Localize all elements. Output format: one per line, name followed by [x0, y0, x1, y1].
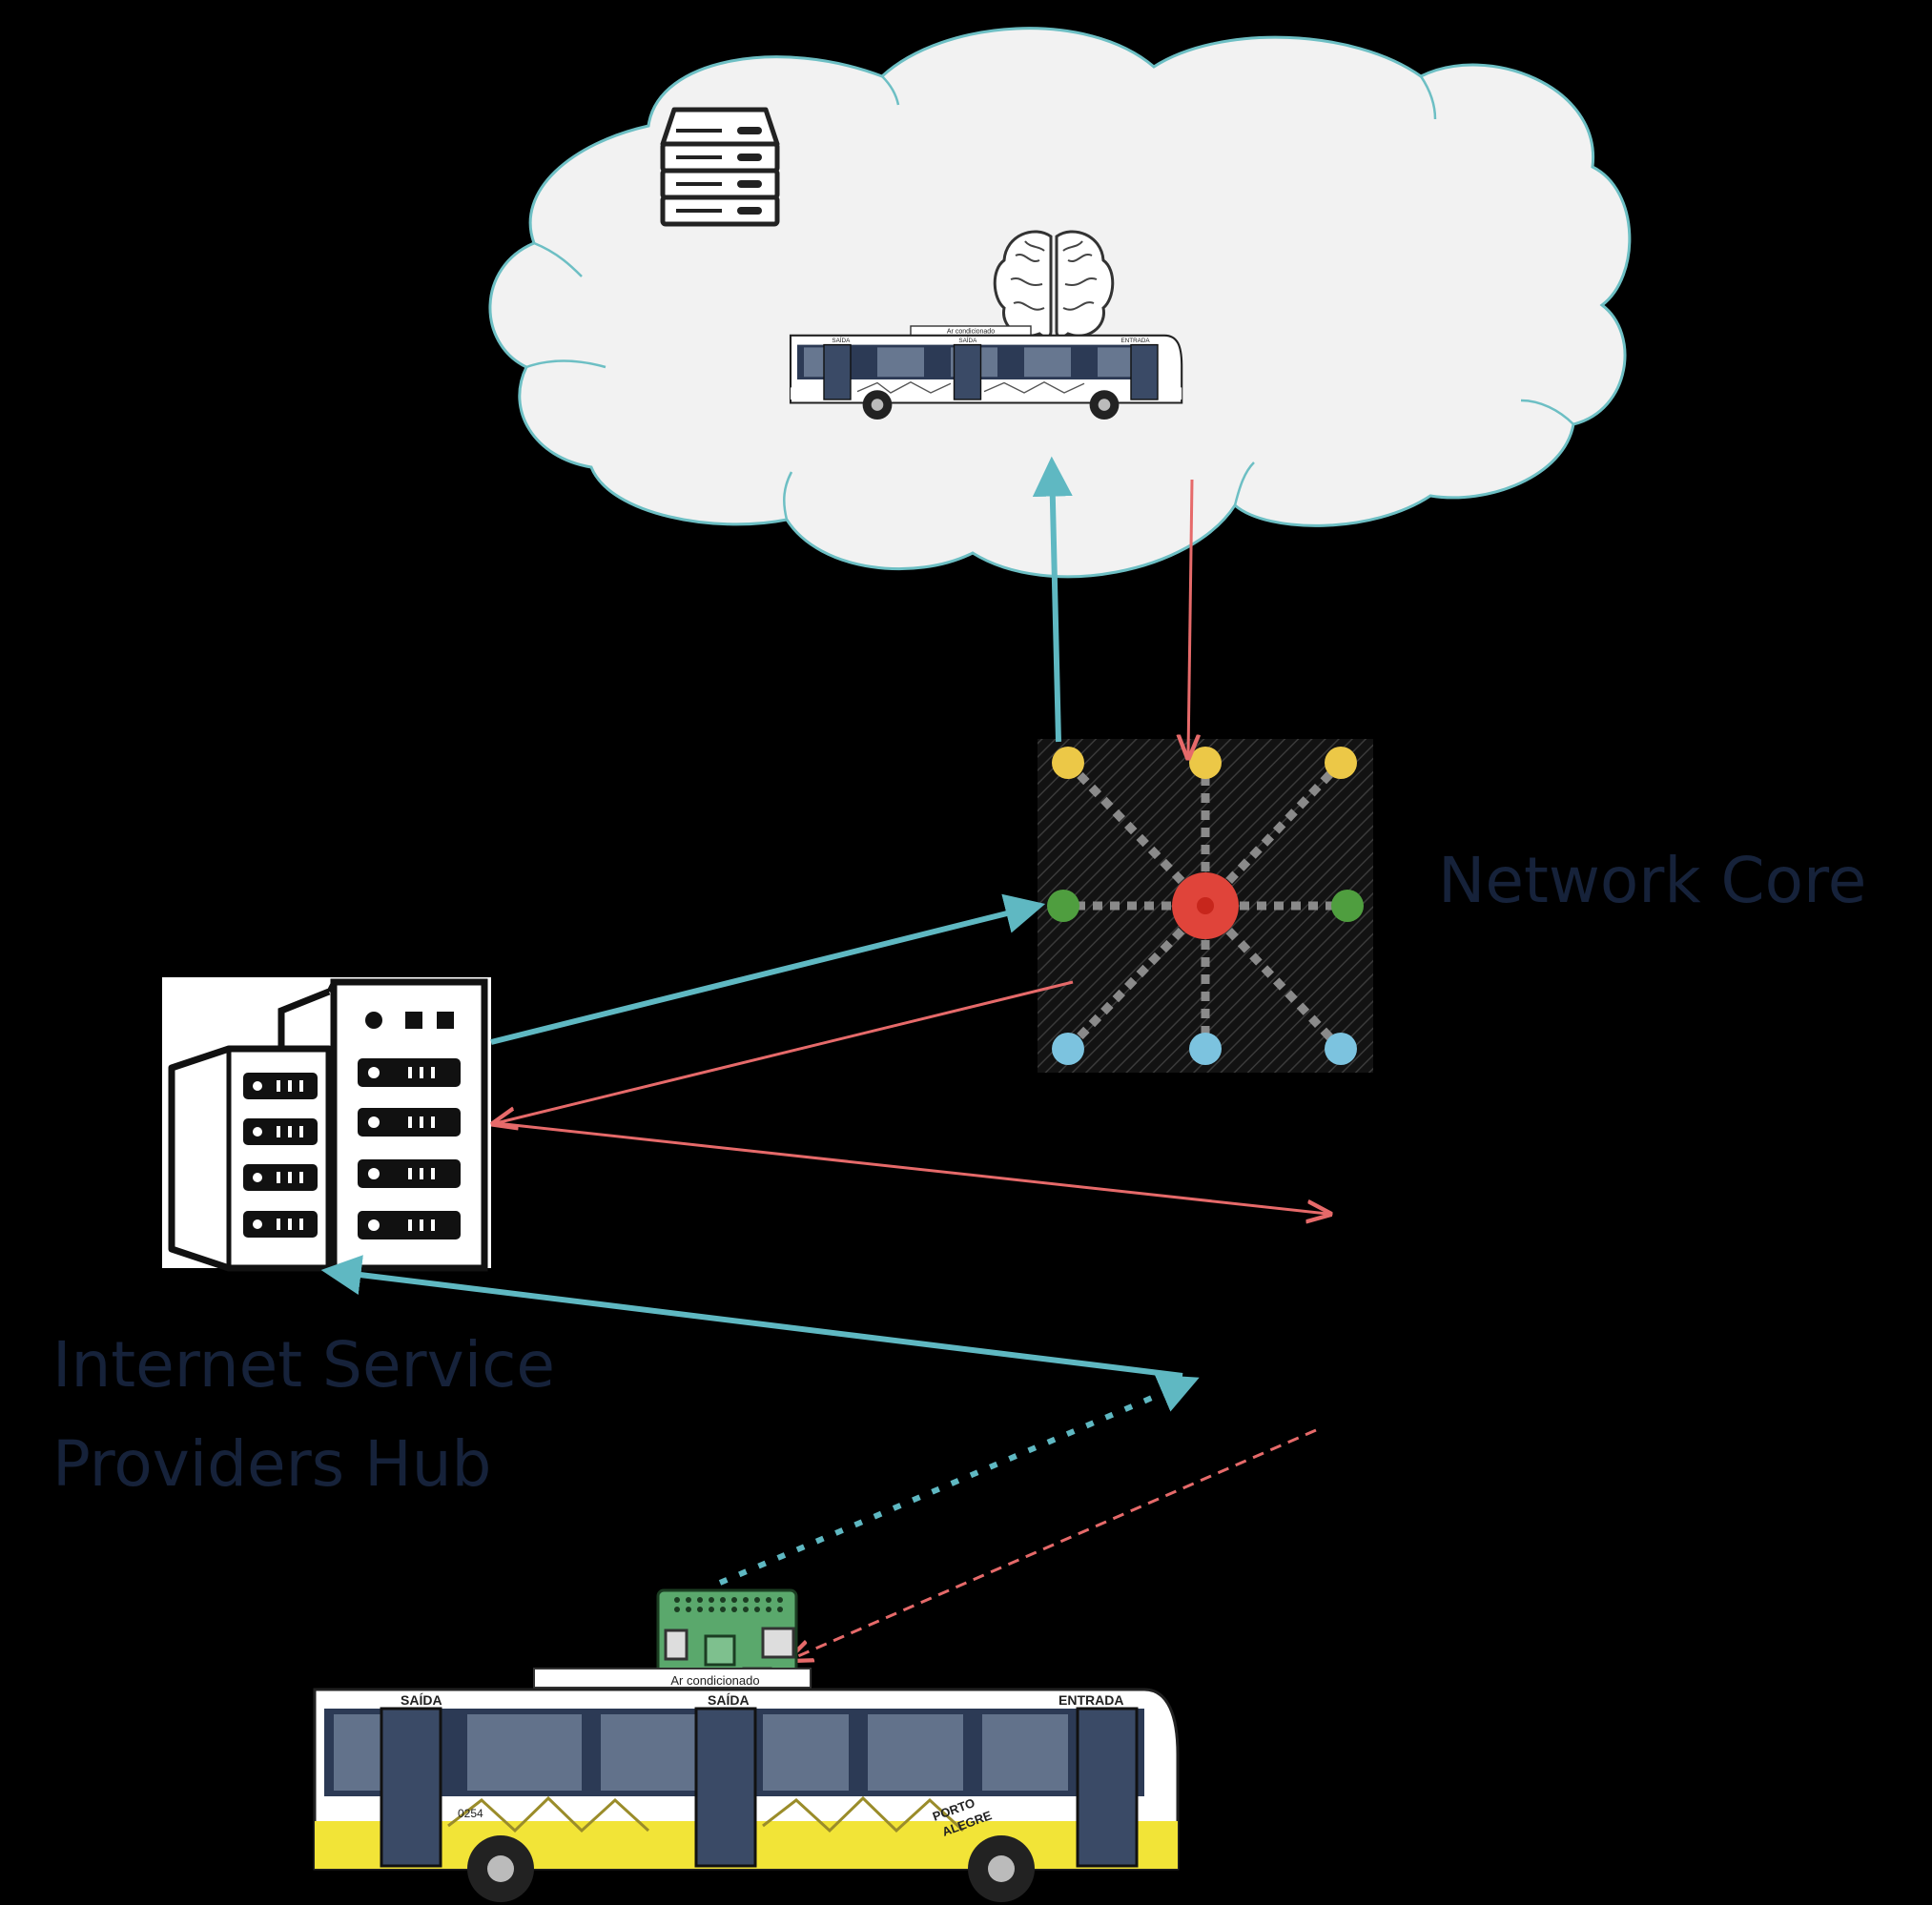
bus-exit-text: SAÍDA	[832, 336, 851, 344]
uplink-arrow-core-to-cloud	[1032, 456, 1073, 743]
bus-ac-text: Ar condicionado	[947, 329, 995, 336]
brain-icon	[993, 230, 1115, 338]
isp-building-icon	[162, 977, 491, 1272]
bus-entrance-text: ENTRADA	[1058, 1692, 1123, 1708]
bus-fleet-number: 0254	[458, 1807, 483, 1820]
downlink-arrow-isp-to-edge	[495, 1121, 1327, 1214]
isp-hub-label-line1: Internet Service	[52, 1328, 555, 1402]
node-yellow-2	[1189, 747, 1222, 779]
bus-entrance-text: ENTRADA	[1121, 338, 1151, 344]
node-green-2	[1331, 890, 1364, 922]
cloud-bus-icon: Ar condicionado SAÍDA SAÍDA ENTRADA	[789, 325, 1183, 420]
node-blue-1	[1052, 1033, 1084, 1065]
bus-exit-text-2: SAÍDA	[708, 1692, 750, 1708]
bus-exit-text: SAÍDA	[401, 1692, 442, 1708]
node-yellow-1	[1052, 747, 1084, 779]
downlink-dashed-edge-to-bus	[791, 1428, 1317, 1659]
node-blue-2	[1189, 1033, 1222, 1065]
network-core-label: Network Core	[1438, 844, 1867, 917]
uplink-dotted-bus-to-edge	[718, 1374, 1200, 1586]
uplink-arrow-edge-to-isp	[320, 1255, 1183, 1379]
bus-ac-text: Ar condicionado	[670, 1673, 759, 1688]
isp-hub-label-line2: Providers Hub	[52, 1427, 492, 1501]
bus-exit-text-2: SAÍDA	[958, 336, 977, 344]
node-green-1	[1047, 890, 1079, 922]
uplink-arrow-isp-to-core	[490, 893, 1046, 1045]
downlink-arrow-cloud-to-core	[1188, 479, 1192, 755]
downlink-arrow-core-to-isp	[496, 980, 1074, 1123]
server-icon	[660, 107, 780, 227]
isp-hub-label: Internet Service Providers Hub	[52, 1316, 555, 1514]
node-blue-3	[1325, 1033, 1357, 1065]
bus-icon: Ar condicionado SAÍDA SAÍDA ENTRADA 0254…	[313, 1588, 1180, 1902]
network-core-icon	[1038, 739, 1373, 1073]
node-yellow-3	[1325, 747, 1357, 779]
bus-body: Ar condicionado SAÍDA SAÍDA ENTRADA	[789, 325, 1183, 420]
